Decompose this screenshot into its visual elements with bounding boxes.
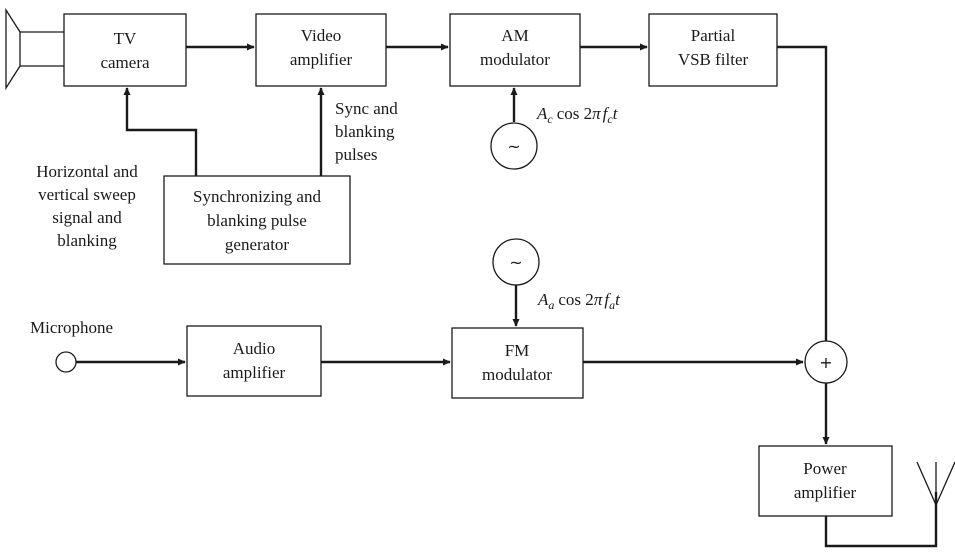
audio-oscillator-tilde: ~: [509, 253, 522, 272]
sweep-label-line2: vertical sweep: [38, 185, 136, 204]
sync-generator-label-line3: generator: [225, 235, 290, 254]
power-amp-to-antenna-line: [824, 492, 938, 548]
video-oscillator-tilde: ~: [507, 137, 520, 156]
power-amplifier-label-line1: Power: [803, 459, 847, 478]
summer-junction: +: [804, 340, 848, 384]
audio-oscillator-symbol: ~: [492, 238, 540, 286]
vsb-filter-label-line1: Partial: [691, 26, 736, 45]
sync-generator-label-line2: blanking pulse: [207, 211, 307, 230]
audio-amplifier-block: Audio amplifier: [186, 325, 322, 397]
antenna-icon: [916, 461, 955, 507]
vsb-to-summer-arrow: [777, 45, 830, 359]
vsb-filter-label-line2: VSB filter: [678, 50, 749, 69]
microphone-label: Microphone: [30, 318, 113, 337]
power-amplifier-block: Power amplifier: [758, 445, 893, 517]
sweep-label-line4: blanking: [57, 231, 117, 250]
sweep-label-line3: signal and: [52, 208, 122, 227]
fm-modulator-label-line2: modulator: [482, 365, 552, 384]
fm-modulator-block: FM modulator: [451, 327, 584, 399]
sync-pulses-line2: blanking: [335, 122, 395, 141]
am-modulator-label-line2: modulator: [480, 50, 550, 69]
am-modulator-label-line1: AM: [501, 26, 528, 45]
audio-amplifier-label-line2: amplifier: [223, 363, 286, 382]
video-amplifier-label-line1: Video: [301, 26, 342, 45]
tv-camera-label-line1: TV: [114, 29, 137, 48]
sync-generator-label-line1: Synchronizing and: [193, 187, 321, 206]
sync-generator-block: Synchronizing and blanking pulse generat…: [163, 175, 351, 265]
partial-vsb-filter-block: Partial VSB filter: [648, 13, 778, 87]
fm-modulator-label-line1: FM: [505, 341, 530, 360]
audio-amplifier-label-line1: Audio: [233, 339, 276, 358]
tv-camera-label-line2: camera: [100, 53, 150, 72]
video-amplifier-block: Video amplifier: [255, 13, 387, 87]
sync-pulses-label: Sync and blanking pulses: [335, 99, 398, 164]
video-amplifier-label-line2: amplifier: [290, 50, 353, 69]
sync-pulses-line1: Sync and: [335, 99, 398, 118]
tv-camera-block: TV camera: [63, 13, 187, 87]
summer-plus: +: [819, 353, 832, 372]
camera-icon: [5, 7, 64, 91]
microphone-icon: [55, 351, 77, 373]
sync-to-camera-arrow: [123, 87, 198, 176]
sweep-label-line1: Horizontal and: [36, 162, 138, 181]
sync-pulses-line3: pulses: [335, 145, 378, 164]
am-modulator-block: AM modulator: [449, 13, 581, 87]
sweep-signal-label: Horizontal and vertical sweep signal and…: [36, 162, 138, 250]
power-amplifier-label-line2: amplifier: [794, 483, 857, 502]
video-oscillator-symbol: ~: [490, 122, 538, 170]
